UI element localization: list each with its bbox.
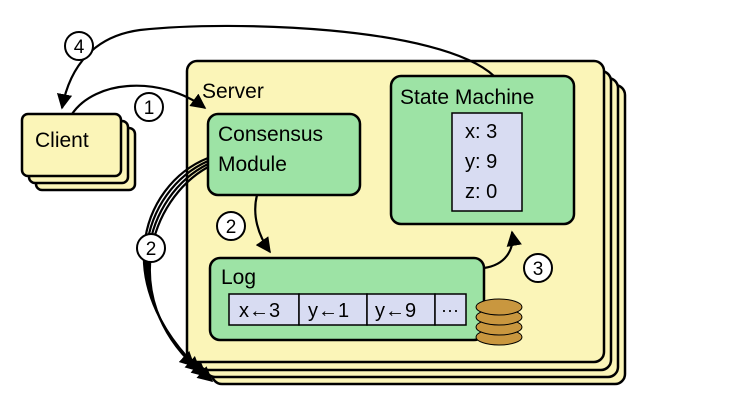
log-entry: y←9 [375,300,416,322]
svg-text:2: 2 [146,239,157,260]
consensus-module-box [206,112,362,197]
state-machine-label: State Machine [400,86,534,109]
arrow-step-4 [56,24,495,110]
log-entry-ellipsis: ··· [441,300,459,320]
client-box [20,112,123,178]
log-entry: x←3 [239,300,280,322]
log-entries: x←3 y←1 y←9 ··· [228,293,467,326]
step-badge-2-replicate: 2 [136,233,166,263]
svg-text:2: 2 [226,217,237,238]
consensus-module-label-line2: Module [218,153,287,176]
arrow-step-2-internal [254,194,271,254]
svg-text:4: 4 [74,37,85,58]
step-badge-1: 1 [134,92,164,122]
svg-text:3: 3 [533,259,544,280]
step-badge-3: 3 [523,253,553,283]
server-label: Server [202,80,264,103]
arrow-step-1 [71,84,207,115]
state-var-z: z: 0 [465,181,497,203]
consensus-module-label: Consensus [218,123,323,146]
arrow-step-3 [483,230,522,270]
client-label: Client [35,129,89,152]
step-badge-4: 4 [64,31,94,61]
log-entry: y←1 [308,300,349,322]
disk-storage-icon [475,298,523,346]
state-vars-box [451,112,523,212]
svg-text:1: 1 [144,98,155,119]
log-label: Log [221,266,256,289]
state-var-y: y: 9 [465,151,497,173]
step-badge-2-internal: 2 [216,211,246,241]
state-var-x: x: 3 [465,121,497,143]
